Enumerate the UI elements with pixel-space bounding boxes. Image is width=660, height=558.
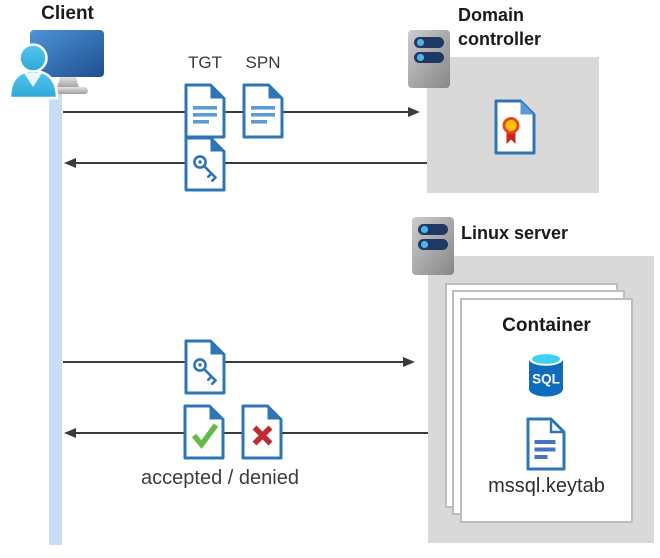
arrow-line [76, 162, 427, 164]
key-ticket-document-icon [184, 136, 226, 192]
sql-database-icon: SQL [529, 352, 563, 397]
accepted-document-icon [183, 404, 225, 460]
container-card [460, 298, 633, 523]
keytab-file-label: mssql.keytab [488, 475, 605, 497]
linux-server-icon [411, 216, 455, 276]
client-label: Client [41, 3, 94, 24]
spn-document-icon [242, 83, 284, 139]
container-label: Container [502, 315, 591, 336]
key-ticket-document-icon [184, 339, 226, 395]
keytab-document-icon [526, 417, 566, 471]
client-computer-icon [8, 30, 104, 100]
denied-document-icon [241, 404, 283, 460]
accepted-denied-label: accepted / denied [141, 467, 299, 489]
arrow-line [63, 361, 403, 363]
domain-controller-label: Domain controller [458, 5, 542, 49]
arrow-head-left-icon [64, 158, 76, 168]
linux-server-label: Linux server [461, 223, 569, 243]
spn-label: SPN [245, 53, 281, 72]
arrow-head-left-icon [64, 428, 76, 438]
tgt-label: TGT [188, 53, 222, 72]
arrow-head-right-icon [403, 357, 415, 367]
arrow-head-right-icon [408, 107, 420, 117]
client-lifeline [49, 88, 62, 545]
domain-controller-server-icon [407, 29, 451, 89]
tgt-document-icon [184, 83, 226, 139]
arrow-line [63, 111, 408, 113]
sql-icon-text: SQL [532, 372, 560, 387]
certificate-document-icon [494, 99, 536, 155]
